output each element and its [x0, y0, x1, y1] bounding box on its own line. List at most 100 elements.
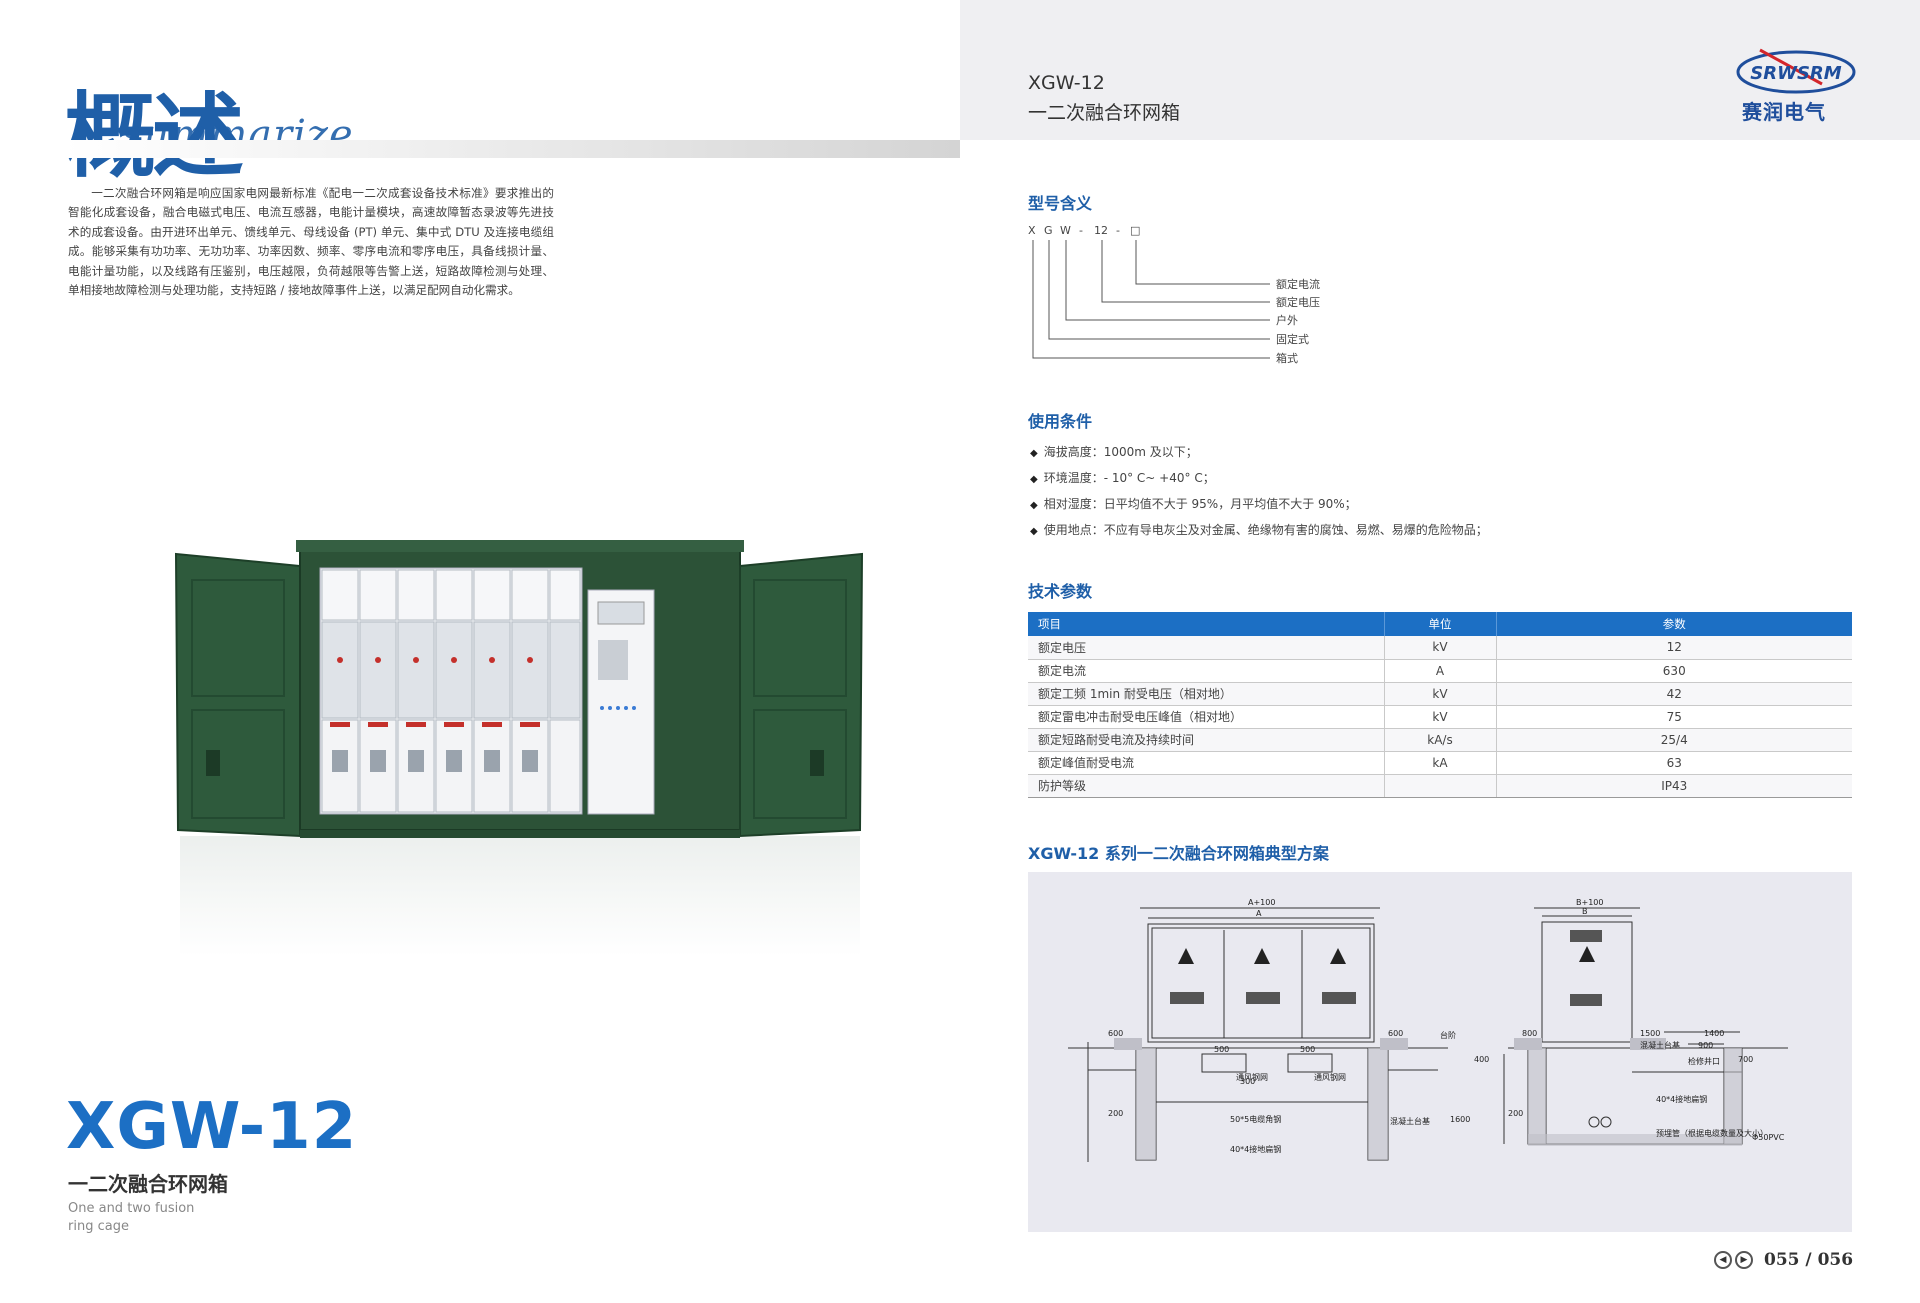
meaning-rated-voltage: 额定电压	[1276, 295, 1320, 309]
dim-900: 900	[1698, 1041, 1713, 1050]
label-jiedi: 40*4接地扁钢	[1230, 1144, 1281, 1154]
header-model: XGW-12	[1028, 72, 1105, 94]
logo-text-cn: 赛润电气	[1742, 100, 1826, 124]
condition-humidity: 相对湿度：日平均值不大于 95%，月平均值不大于 90%；	[1030, 492, 1750, 518]
meaning-box-type: 箱式	[1276, 351, 1298, 365]
label-jianxiu: 检修井口	[1688, 1056, 1720, 1066]
condition-temperature: 环境温度：- 10° C~ +40° C；	[1030, 466, 1750, 492]
installation-drawing: A+100 A B+100 B 600 600 200 500 500 300 …	[1068, 898, 1788, 1162]
spec-cell: 额定短路耐受电流及持续时间	[1028, 728, 1385, 752]
title-underline-bar	[64, 140, 960, 158]
dim-200: 200	[1108, 1109, 1123, 1118]
code-char-w: W	[1060, 224, 1071, 237]
left-page: 概述 summarize 一二次融合环网箱是响应国家电网最新标准《配电一二次成套…	[64, 83, 960, 1234]
arrow-right-icon: ▶	[1740, 1255, 1748, 1265]
label-tongfeng-2: 通风钢网	[1314, 1072, 1346, 1082]
spec-cell	[1384, 774, 1497, 798]
spec-table-header: 项目 单位 参数	[1028, 612, 1852, 636]
dim-200-side: 200	[1508, 1109, 1523, 1118]
spec-cell: kA	[1384, 751, 1497, 775]
code-char-g: G	[1044, 224, 1053, 237]
spec-header-unit: 单位	[1384, 612, 1497, 636]
dim-600-left: 600	[1108, 1029, 1123, 1038]
next-page-button[interactable]: ▶	[1735, 1251, 1753, 1269]
section-title-model-meaning: 型号含义	[1028, 194, 1093, 213]
spec-cell: kV	[1384, 636, 1497, 660]
company-logo: SRWSRM	[1736, 48, 1856, 94]
spec-cell: 额定雷电冲击耐受电压峰值（相对地）	[1028, 705, 1385, 729]
table-row: 防护等级 IP43	[1028, 774, 1852, 798]
spec-cell: 63	[1496, 751, 1852, 775]
dim-500-b: 500	[1300, 1045, 1315, 1054]
spec-header-item: 项目	[1028, 612, 1385, 636]
code-char-dash-1: -	[1079, 224, 1083, 237]
spec-cell: 额定电流	[1028, 659, 1385, 683]
dim-600-right: 600	[1388, 1029, 1403, 1038]
label-hunningtu-side: 混凝土台基	[1640, 1040, 1680, 1050]
meaning-fixed: 固定式	[1276, 332, 1309, 346]
condition-location: 使用地点：不应有导电灰尘及对金属、绝缘物有害的腐蚀、易燃、易爆的危险物品；	[1030, 518, 1750, 544]
page-navigation: ◀ ▶ 055 / 056	[1714, 1250, 1853, 1270]
label-taijie: 台阶	[1440, 1030, 1456, 1040]
spec-cell: 额定工频 1min 耐受电压（相对地）	[1028, 682, 1385, 706]
spec-cell: kV	[1384, 705, 1497, 729]
header-band	[960, 0, 1920, 140]
product-name-en: One and two fusion ring cage	[68, 1201, 195, 1234]
code-char-x: X	[1028, 224, 1036, 237]
page-current: 055	[1764, 1250, 1800, 1270]
code-char-12: 12	[1094, 224, 1108, 237]
page-separator: /	[1805, 1250, 1812, 1270]
section-title-specs: 技术参数	[1028, 582, 1093, 601]
cabinet-reflection	[180, 836, 860, 956]
label-yumai: 预埋管（根据电缆数量及大小）	[1656, 1128, 1768, 1138]
spec-cell: 12	[1496, 636, 1852, 660]
dim-400: 400	[1474, 1055, 1489, 1064]
right-page: XGW-12 一二次融合环网箱 SRWSRM 赛润电气 型号含义 X G W -…	[960, 0, 1920, 1303]
spec-cell: 额定峰值耐受电流	[1028, 751, 1385, 775]
page-number: 055 / 056	[1764, 1250, 1853, 1270]
section-title-drawing: XGW-12 系列一二次融合环网箱典型方案	[1028, 844, 1329, 863]
cabinet-photo	[174, 540, 864, 838]
prev-page-button[interactable]: ◀	[1714, 1251, 1732, 1269]
spec-cell: kA/s	[1384, 728, 1497, 752]
model-code-diagram: X G W - 12 - □ 额定电流 额定电压 户外 固定式 箱式	[1028, 224, 1320, 365]
intro-paragraph: 一二次融合环网箱是响应国家电网最新标准《配电一二次成套设备技术标准》要求推出的智…	[68, 186, 554, 298]
dim-1400: 1400	[1704, 1029, 1724, 1038]
dim-500-a: 500	[1214, 1045, 1229, 1054]
condition-altitude: 海拔高度：1000m 及以下；	[1030, 440, 1750, 466]
conditions-list: 海拔高度：1000m 及以下； 环境温度：- 10° C~ +40° C； 相对…	[1030, 440, 1750, 544]
code-char-dash-2: -	[1116, 224, 1120, 237]
dim-b100: B+100	[1576, 898, 1603, 907]
meaning-outdoor: 户外	[1276, 313, 1298, 327]
dim-a100: A+100	[1248, 898, 1275, 907]
spec-cell: 25/4	[1496, 728, 1852, 752]
section-title-conditions: 使用条件	[1028, 412, 1093, 431]
spec-cell: 75	[1496, 705, 1852, 729]
spec-header-value: 参数	[1496, 612, 1852, 636]
label-jiedi-side: 40*4接地扁钢	[1656, 1094, 1707, 1104]
dim-300: 300	[1240, 1077, 1255, 1086]
spec-cell: A	[1384, 659, 1497, 683]
label-hunningtu-front: 混凝土台基	[1390, 1116, 1430, 1126]
header-product-name: 一二次融合环网箱	[1028, 102, 1181, 124]
spec-cell: 防护等级	[1028, 774, 1385, 798]
dim-b: B	[1582, 907, 1588, 916]
label-pvc: Φ50PVC	[1752, 1133, 1785, 1142]
dim-1600: 1600	[1450, 1115, 1470, 1124]
dim-1500: 1500	[1640, 1029, 1660, 1038]
page-total: 056	[1817, 1250, 1854, 1270]
installation-drawing-panel: A+100 A B+100 B 600 600 200 500 500 300 …	[1028, 872, 1852, 1232]
label-jiaogang: 50*5电缆角钢	[1230, 1114, 1281, 1124]
spec-cell: IP43	[1496, 774, 1852, 798]
label-tongfeng: 通风钢网	[1236, 1072, 1268, 1082]
arrow-left-icon: ◀	[1719, 1255, 1727, 1265]
product-name-cn: 一二次融合环网箱	[68, 1172, 228, 1196]
spec-cell: kV	[1384, 682, 1497, 706]
